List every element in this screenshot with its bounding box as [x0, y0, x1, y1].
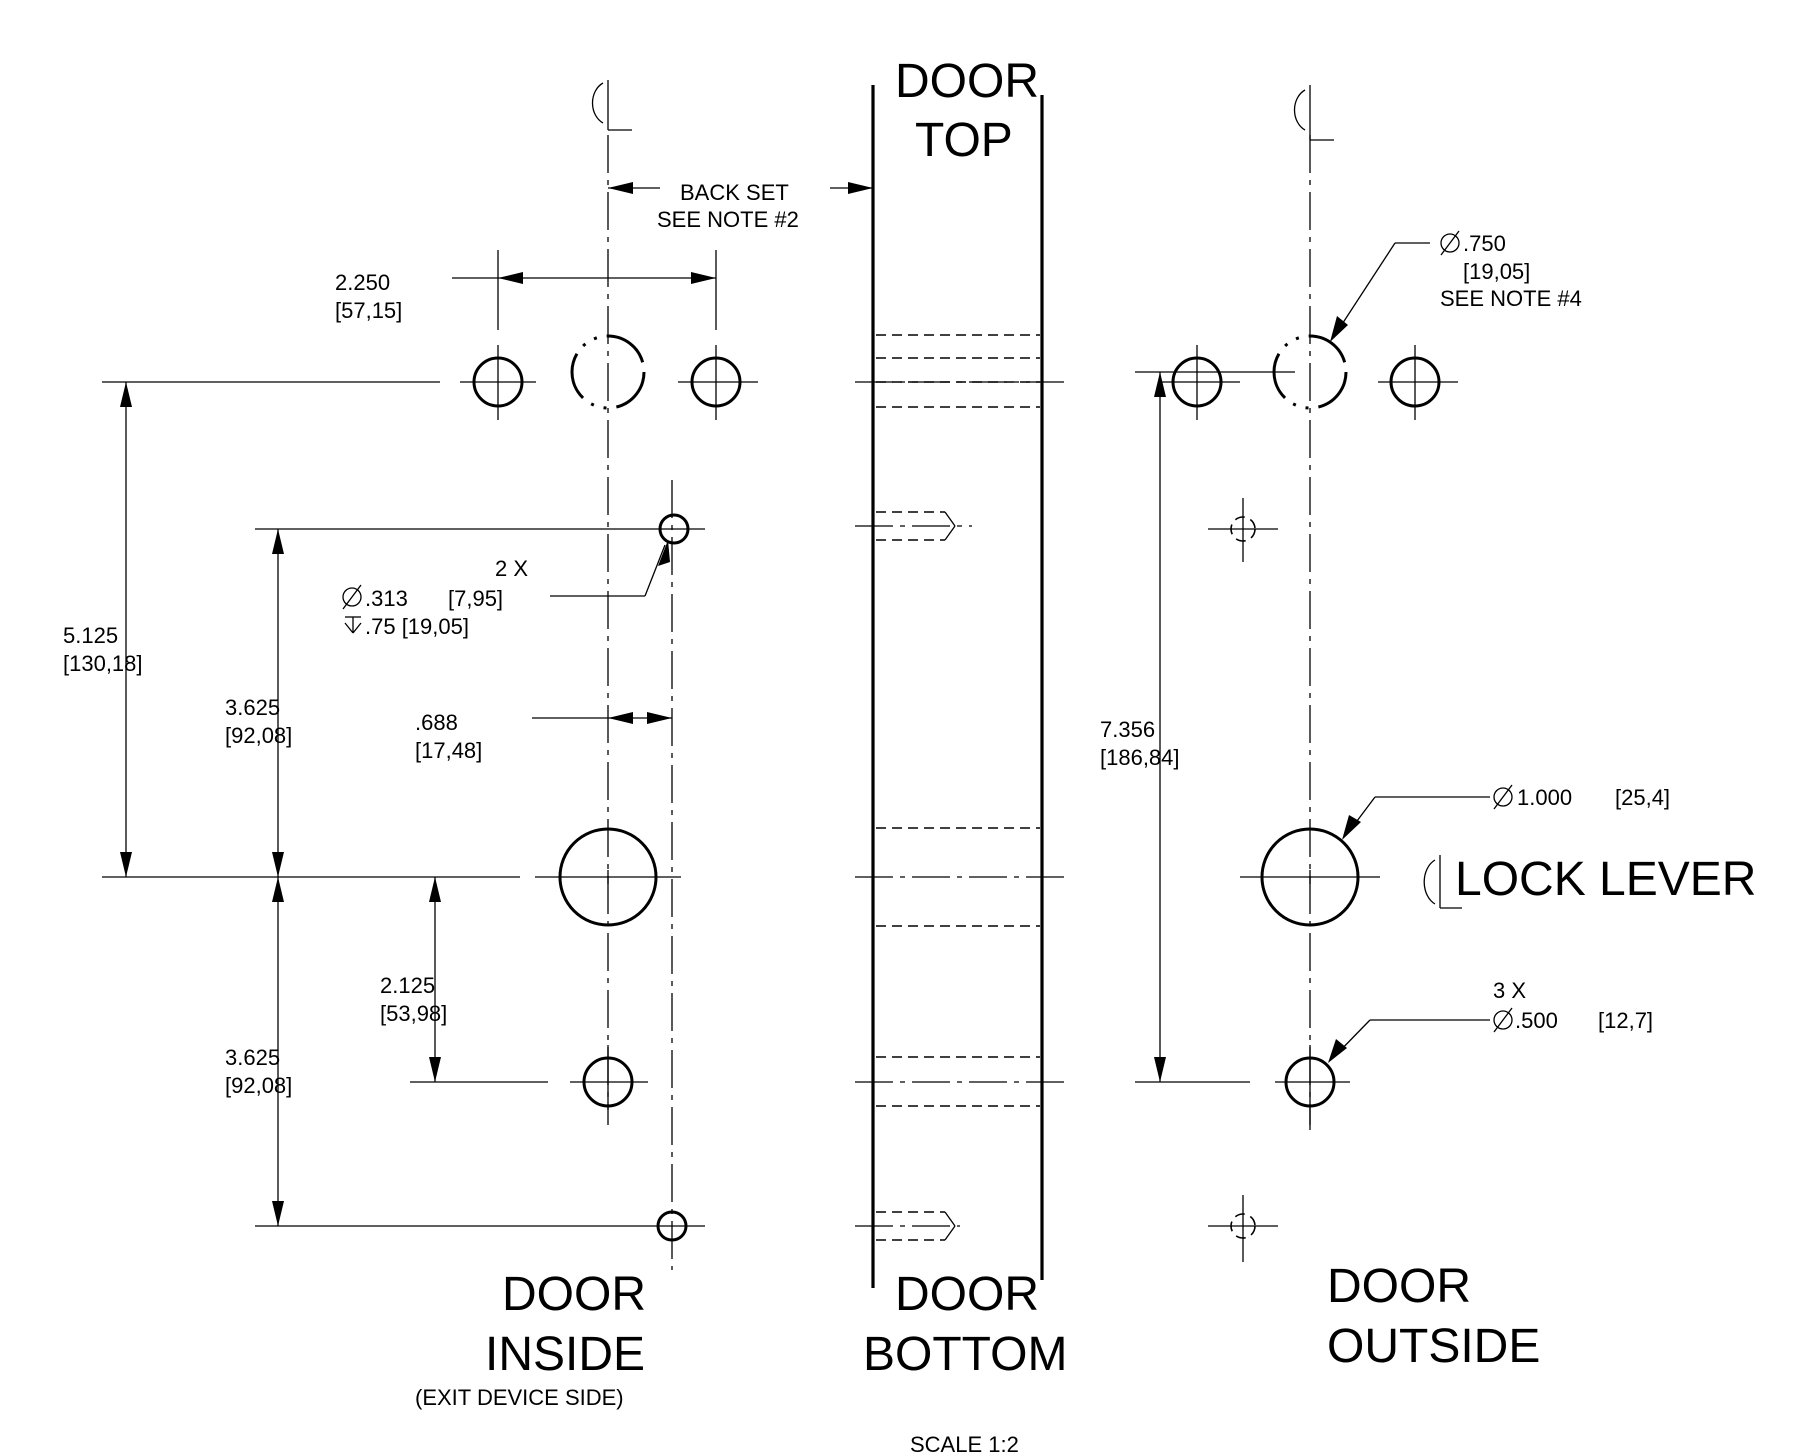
small-hole-dia-mm: [7,95]: [448, 586, 503, 611]
door-top-label-1: DOOR: [895, 55, 1039, 108]
door-outside-label-2: OUTSIDE: [1327, 1320, 1540, 1373]
dim-750: .750: [1463, 231, 1506, 256]
dim-2250: 2.250: [335, 270, 390, 295]
dimension-lines: [102, 182, 1490, 1227]
centerline-icon: [1293, 85, 1334, 141]
diameter-icon: [1493, 784, 1513, 810]
dimension-text: BACK SET SEE NOTE #2 2.250 [57,15] 5.125…: [63, 180, 1670, 1098]
backset-label-2: SEE NOTE #2: [657, 207, 799, 232]
door-outside-view: [1160, 334, 1458, 1262]
door-edge-view: [855, 85, 1065, 1288]
dim-500-mm: [12,7]: [1598, 1008, 1653, 1033]
dim-750-mm: [19,05]: [1463, 259, 1530, 284]
small-hole-dia: .313: [365, 586, 408, 611]
depth-icon: [344, 616, 362, 634]
dim-3625-upper-mm: [92,08]: [225, 723, 292, 748]
dim-3625-lower: 3.625: [225, 1045, 280, 1070]
centerline-icon: [1423, 855, 1462, 909]
door-top-label-2: TOP: [915, 114, 1013, 167]
dim-2125-mm: [53,98]: [380, 1001, 447, 1026]
diameter-icon: [1493, 1007, 1513, 1033]
hidden-bore: [570, 334, 646, 410]
dim-1000: 1.000: [1517, 785, 1572, 810]
door-inside-label-1: DOOR: [502, 1268, 646, 1321]
dim-2125: 2.125: [380, 973, 435, 998]
small-hole-qty: 2 X: [495, 556, 528, 581]
dim-2250-mm: [57,15]: [335, 298, 402, 323]
dim-3625-lower-mm: [92,08]: [225, 1073, 292, 1098]
door-bottom-label-2: BOTTOM: [863, 1328, 1067, 1381]
door-bottom-label-1: DOOR: [895, 1268, 1039, 1321]
door-inside-sub-label: (EXIT DEVICE SIDE): [415, 1385, 624, 1410]
dim-750-note: SEE NOTE #4: [1440, 286, 1582, 311]
dim-3625-upper: 3.625: [225, 695, 280, 720]
diameter-icon: [342, 584, 362, 610]
scale-label: SCALE 1:2: [910, 1432, 1019, 1452]
dim-500-qty: 3 X: [1493, 978, 1526, 1003]
door-inside-view: [460, 334, 758, 1242]
door-outside-label-1: DOOR: [1327, 1260, 1471, 1313]
small-hole-depth: .75 [19,05]: [365, 614, 469, 639]
centerlines: [607, 135, 1311, 1270]
dim-688-mm: [17,48]: [415, 738, 482, 763]
dim-1000-mm: [25,4]: [1615, 785, 1670, 810]
diameter-icon: [1440, 230, 1460, 256]
dim-7356-mm: [186,84]: [1100, 745, 1180, 770]
dim-5125-mm: [130,18]: [63, 651, 143, 676]
dim-7356: 7.356: [1100, 717, 1155, 742]
door-inside-label-2: INSIDE: [485, 1328, 645, 1381]
dim-688: .688: [415, 710, 458, 735]
backset-label-1: BACK SET: [680, 180, 789, 205]
view-labels: DOOR TOP DOOR BOTTOM DOOR INSIDE (EXIT D…: [415, 55, 1756, 1452]
lock-lever-label: LOCK LEVER: [1455, 853, 1756, 906]
dim-5125: 5.125: [63, 623, 118, 648]
centerline-icon: [591, 80, 632, 131]
dim-500: .500: [1515, 1008, 1558, 1033]
